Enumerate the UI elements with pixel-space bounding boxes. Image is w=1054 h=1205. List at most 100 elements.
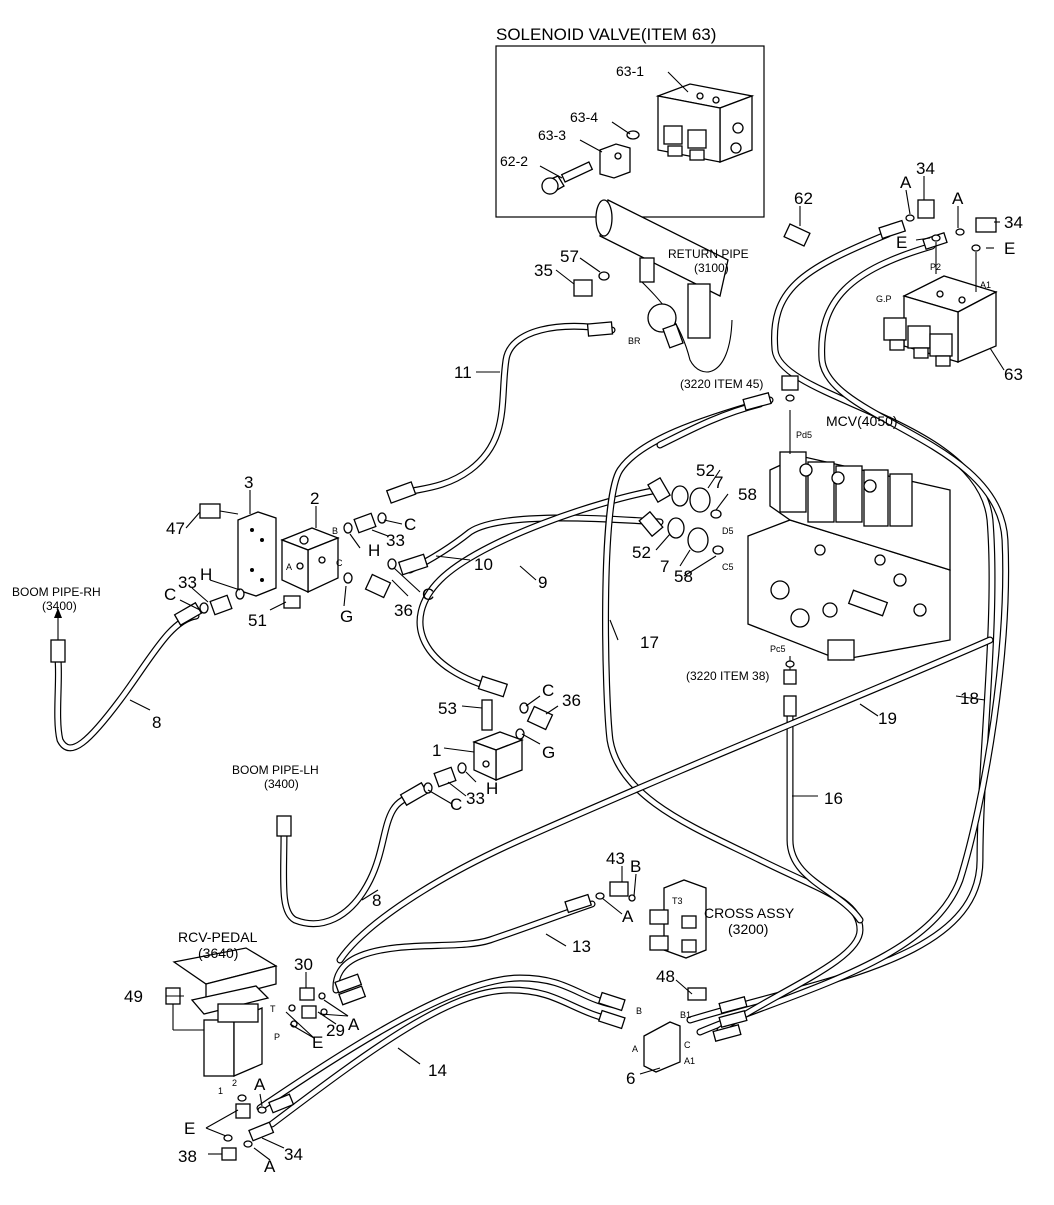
callout-11: 11	[454, 363, 472, 382]
callout-c-4: C	[542, 681, 554, 700]
label-cross: CROSS ASSY	[704, 905, 795, 921]
callout-57: 57	[560, 247, 579, 266]
callout-43: 43	[606, 849, 625, 868]
callout-h-1: H	[368, 541, 380, 560]
callout-10: 10	[474, 555, 493, 574]
solenoid-valve-inset: SOLENOID VALVE(ITEM 63) 63-1 63-4 63-3 6	[495, 25, 765, 218]
inset-item-63-3: 63-3	[538, 127, 566, 143]
callout-1: 1	[432, 741, 441, 760]
callout-48: 48	[656, 967, 675, 986]
callout-19: 19	[878, 709, 897, 728]
elbow-36-b	[526, 705, 554, 731]
callout-58-a: 58	[738, 485, 757, 504]
callout-17: 17	[640, 633, 659, 652]
label-mcv: MCV(4050)	[826, 413, 898, 429]
fitting-43	[609, 881, 629, 897]
label-item45: (3220 ITEM 45)	[680, 377, 763, 391]
callout-14: 14	[428, 1061, 447, 1080]
fitting-33-c	[433, 766, 457, 788]
callout-33-a: 33	[386, 531, 405, 550]
flange-lower	[638, 510, 724, 555]
hose-fittings	[50, 219, 948, 1142]
callout-7-b: 7	[660, 557, 669, 576]
port-p: P	[274, 1032, 280, 1042]
boom-pipe-rh-arrow: BOOM PIPE-RH (3400)	[12, 585, 101, 640]
port-t: T	[270, 1004, 276, 1014]
port-c6: C	[684, 1040, 691, 1050]
port-pd5: Pd5	[796, 430, 812, 440]
svg-text:B: B	[332, 526, 338, 536]
callout-6: 6	[626, 1069, 635, 1088]
callout-a-1: A	[900, 173, 912, 192]
callout-8-a: 8	[152, 713, 161, 732]
block-2: A B C	[280, 526, 343, 594]
callout-c-5: C	[450, 795, 462, 814]
port-2: 2	[232, 1078, 237, 1088]
port-b6: B	[636, 1006, 642, 1016]
inset-item-63-4: 63-4	[570, 109, 598, 125]
port-d5: D5	[722, 526, 734, 536]
callout-e-4: E	[184, 1119, 195, 1138]
fitting-29	[301, 1005, 317, 1019]
callout-9: 9	[538, 573, 547, 592]
fitting-33-a	[353, 512, 377, 534]
port-b1-6: B1	[680, 1010, 691, 1020]
bolt-48	[687, 987, 707, 1001]
bolt-51	[283, 595, 301, 609]
callout-13: 13	[572, 937, 591, 956]
callout-e-2: E	[1004, 239, 1015, 258]
flange-upper	[647, 476, 722, 519]
port-1: 1	[218, 1086, 223, 1096]
label-boom-lh-ref: (3400)	[264, 777, 299, 791]
boom-pipe-lh-arrow: BOOM PIPE-LH (3400)	[232, 763, 319, 791]
label-boom-lh: BOOM PIPE-LH	[232, 763, 319, 777]
callout-47: 47	[166, 519, 185, 538]
bolt-47	[199, 503, 221, 519]
callout-7-a: 7	[714, 473, 723, 492]
fitting-62	[783, 223, 811, 247]
elbow-38	[221, 1147, 237, 1161]
callout-52-b: 52	[632, 543, 651, 562]
label-cross-ref: (3200)	[728, 921, 768, 937]
callout-c-1: C	[404, 515, 416, 534]
callout-h-2: H	[200, 565, 212, 584]
callout-58-b: 58	[674, 567, 693, 586]
svg-text:C: C	[336, 558, 343, 568]
label-rcv-ref: (3640)	[198, 945, 238, 961]
return-pipe-assembly: RETURN PIPE (3100) BR	[595, 199, 749, 373]
port-a1-solenoid: A1	[980, 280, 991, 290]
elbow-34-a	[917, 199, 935, 219]
inset-adapter	[599, 143, 631, 179]
inset-connector	[541, 161, 594, 195]
callout-c-2: C	[422, 585, 434, 604]
label-return-pipe-ref: (3100)	[694, 261, 729, 275]
elbow-34-b	[975, 217, 997, 233]
rcv-pedal: T P 1 2	[172, 947, 280, 1096]
label-boom-rh-ref: (3400)	[42, 599, 77, 613]
callout-52-a: 52	[696, 461, 715, 480]
block-1	[472, 699, 524, 782]
callout-a-4: A	[348, 1015, 360, 1034]
port-gp: G.P	[876, 294, 892, 304]
bolt-53	[481, 699, 493, 731]
elbow-36-a	[364, 573, 392, 599]
callout-34-b: 34	[1004, 213, 1023, 232]
callout-h-3: H	[486, 779, 498, 798]
port-t3: T3	[672, 896, 683, 906]
label-return-pipe: RETURN PIPE	[668, 247, 749, 261]
callout-3: 3	[244, 473, 253, 492]
inset-oring	[626, 130, 640, 140]
port-pc5: Pc5	[770, 644, 786, 654]
callout-30: 30	[294, 955, 313, 974]
callout-g-1: G	[340, 607, 353, 626]
callout-51: 51	[248, 611, 267, 630]
callout-35: 35	[534, 261, 553, 280]
callout-62: 62	[794, 189, 813, 208]
callout-33-b: 33	[178, 573, 197, 592]
callout-29: 29	[326, 1021, 345, 1040]
label-rcv: RCV-PEDAL	[178, 929, 258, 945]
callout-numbers: 62 34 34 A A E E 63 35 57 11 52 7 58 52 …	[124, 159, 1023, 1176]
callout-36-a: 36	[394, 601, 413, 620]
callout-49: 49	[124, 987, 143, 1006]
